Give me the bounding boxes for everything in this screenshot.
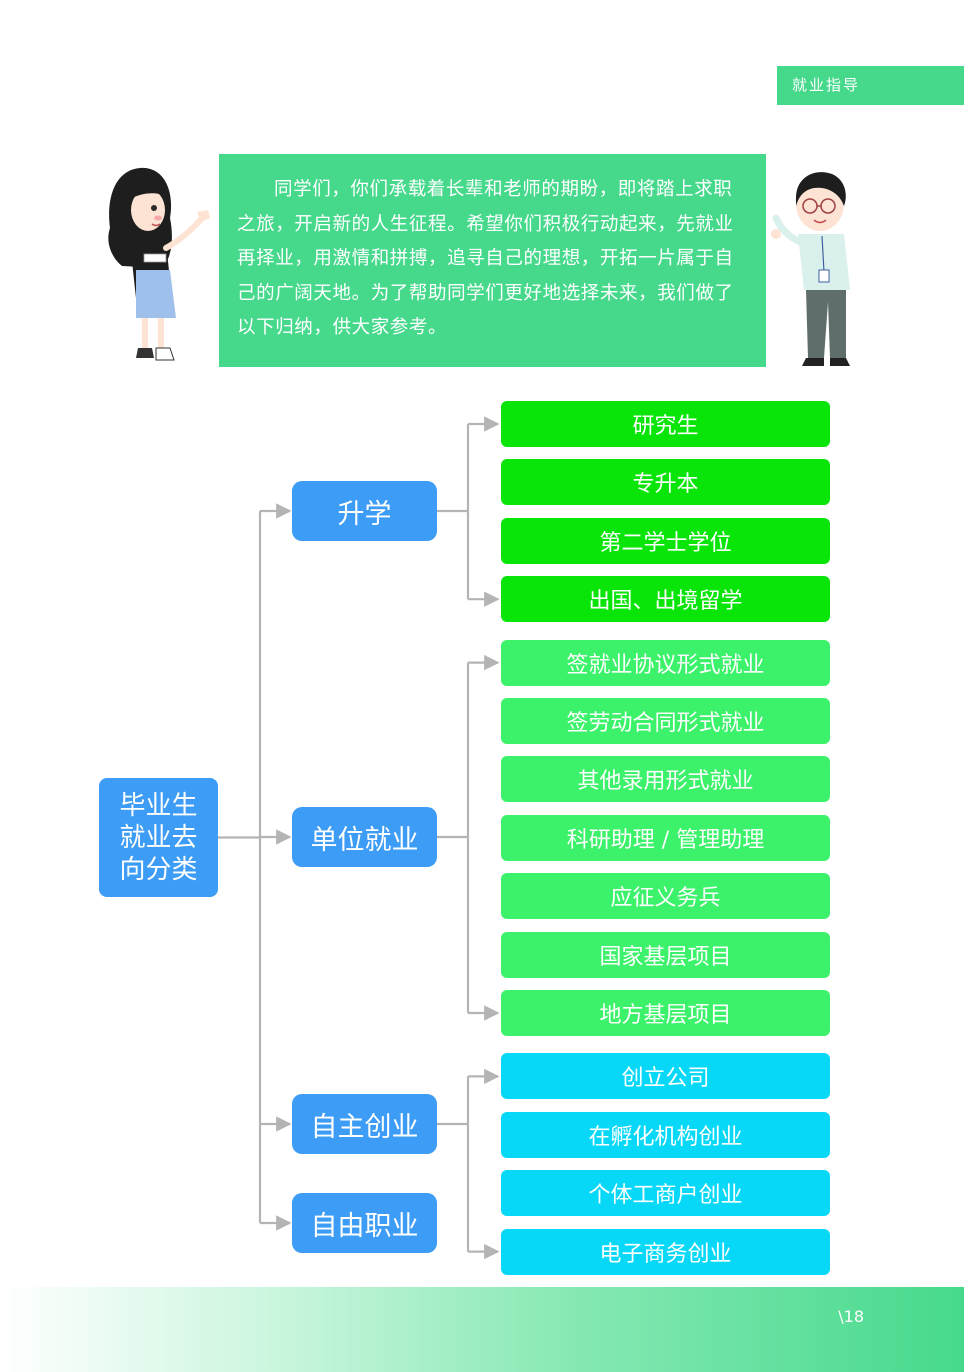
destination-node: 应征义务兵 xyxy=(501,873,830,920)
section-header-tab: 就业指导 xyxy=(777,66,964,105)
girl-character-illustration xyxy=(108,167,210,361)
connector-group xyxy=(218,416,500,1260)
destination-node: 出国、出境留学 xyxy=(501,576,830,623)
category-node-2: 单位就业 xyxy=(292,807,437,867)
destination-node: 地方基层项目 xyxy=(501,990,830,1036)
category-node-1: 升学 xyxy=(292,481,437,541)
page-number: \18 xyxy=(838,1307,864,1326)
teacher-character-illustration xyxy=(771,172,850,366)
destination-node: 研究生 xyxy=(501,401,830,447)
category-node-3: 自主创业 xyxy=(292,1094,437,1154)
destination-node: 国家基层项目 xyxy=(501,931,830,978)
destination-node: 个体工商户创业 xyxy=(501,1170,830,1217)
destination-node: 第二学士学位 xyxy=(501,517,830,564)
category-node-4: 自由职业 xyxy=(292,1193,437,1253)
destination-node: 签劳动合同形式就业 xyxy=(501,698,830,744)
destination-node: 专升本 xyxy=(501,459,830,506)
intro-text: 同学们，你们承载着长辈和老师的期盼，即将踏上求职之旅，开启新的人生征程。希望你们… xyxy=(219,154,766,367)
destination-node: 其他录用形式就业 xyxy=(501,756,830,803)
destination-node: 电子商务创业 xyxy=(501,1228,830,1275)
destination-node: 科研助理 / 管理助理 xyxy=(501,814,830,861)
destination-node: 签就业协议形式就业 xyxy=(501,639,830,686)
destination-node: 在孵化机构创业 xyxy=(501,1111,830,1158)
root-node: 毕业生就业去向分类 xyxy=(99,778,218,897)
footer-band xyxy=(0,1287,964,1372)
destination-node: 创立公司 xyxy=(501,1053,830,1100)
